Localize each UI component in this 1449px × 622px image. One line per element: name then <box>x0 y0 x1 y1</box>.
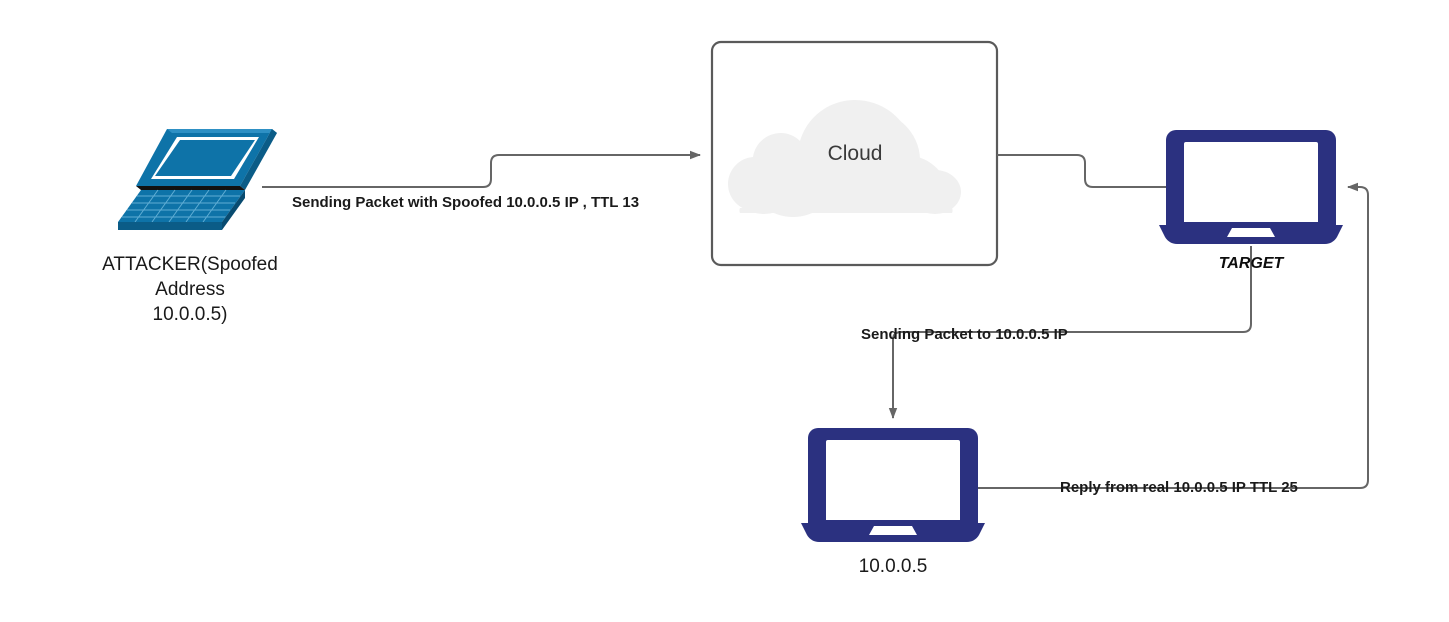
attacker-laptop-icon <box>118 129 277 230</box>
victim-node-label: 10.0.0.5 <box>858 556 928 577</box>
edge-attacker-to-cloud <box>262 150 701 188</box>
edge-cloud-to-target <box>997 154 1166 188</box>
target-laptop-icon <box>1159 130 1343 244</box>
edge-target-to-victim <box>888 246 1252 419</box>
victim-laptop-icon <box>801 428 985 542</box>
target-node-label: TARGET <box>1218 255 1284 272</box>
edge-label-target-to-victim: Sending Packet to 10.0.0.5 IP <box>861 326 1068 343</box>
edge-label-attacker-to-cloud: Sending Packet with Spoofed 10.0.0.5 IP … <box>292 194 640 211</box>
cloud-node-label: Cloud <box>827 142 883 165</box>
edge-label-victim-to-target: Reply from real 10.0.0.5 IP TTL 25 <box>1060 479 1298 496</box>
cloud-icon <box>728 100 961 217</box>
attacker-node-label: ATTACKER(Spoofed Address 10.0.0.5) <box>102 254 278 325</box>
edge-victim-to-target <box>978 182 1369 489</box>
